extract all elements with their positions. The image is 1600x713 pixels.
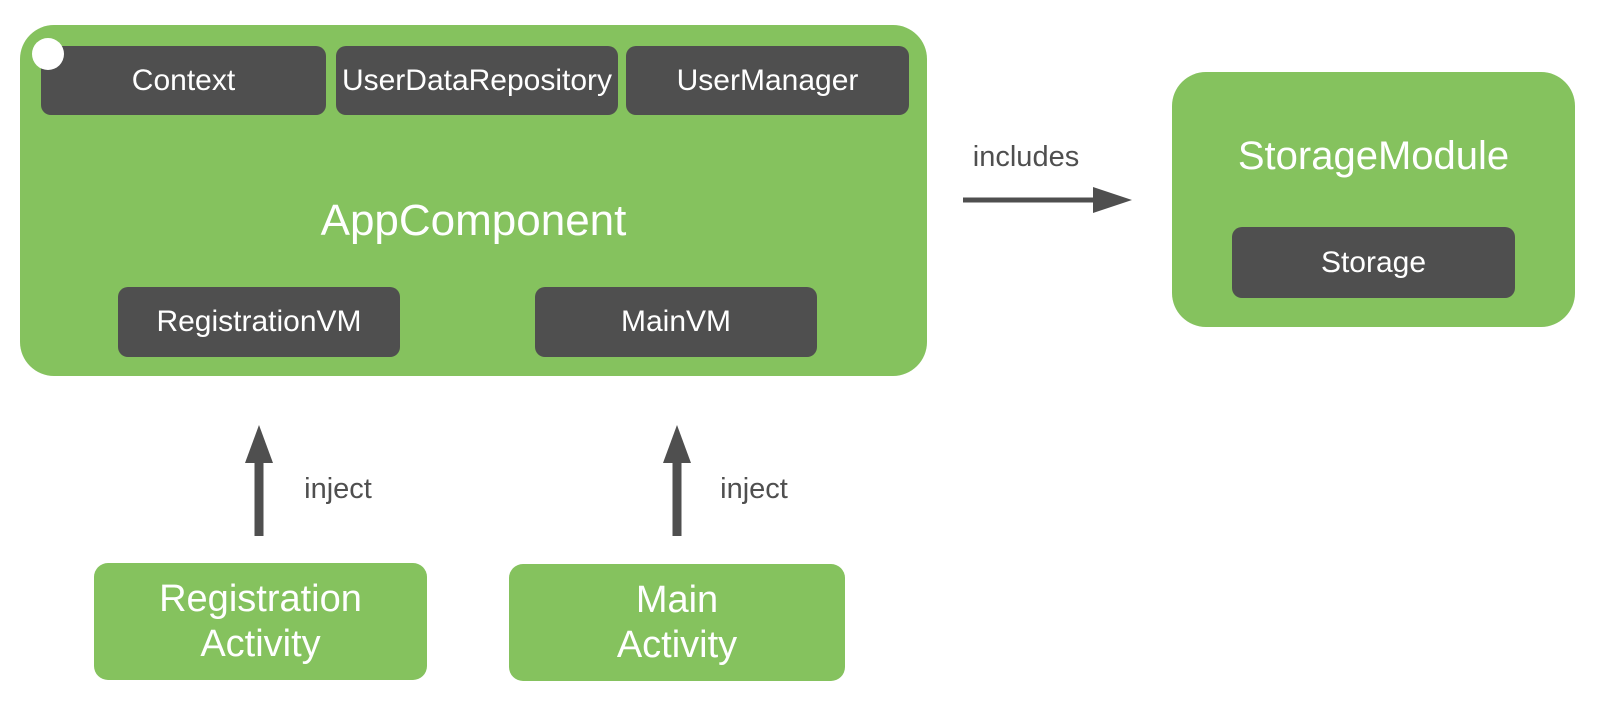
provision-chip-label: Storage [1320,245,1427,279]
app-component-title: AppComponent [320,196,627,245]
includes-edge-label: includes [972,141,1080,173]
includes-arrow-icon [963,187,1132,213]
viewmodel-chip-mainvm: MainVM [535,287,817,357]
inject-arrow-main-icon [663,425,691,536]
provision-chip-storage: Storage [1232,227,1515,298]
storage-module-box: StorageModule Storage [1172,72,1575,327]
app-component-box: Context UserDataRepository UserManager A… [20,25,927,376]
inject-edge-label-registration: inject [304,473,372,505]
provision-chip-label: UserManager [676,63,859,97]
provision-chip-label: UserDataRepository [341,63,613,97]
activity-label-line: Registration [159,577,362,620]
main-activity-box: Main Activity [509,564,845,681]
viewmodel-chip-label: RegistrationVM [156,305,362,338]
storage-module-title: StorageModule [1237,134,1510,178]
provision-chip-usermanager: UserManager [626,46,909,115]
activity-label-line: Main [635,578,719,621]
viewmodel-chip-registrationvm: RegistrationVM [118,287,400,357]
provision-chip-context: Context [41,46,326,115]
activity-label-line: Activity [200,622,321,665]
inject-arrow-registration-icon [245,425,273,536]
provision-chip-userdatarepository: UserDataRepository [336,46,618,115]
viewmodel-chip-label: MainVM [620,305,732,338]
provision-chip-label: Context [131,63,236,97]
activity-label-line: Activity [616,623,738,666]
scope-dot-icon [32,38,64,70]
inject-edge-label-main: inject [720,473,788,505]
registration-activity-box: Registration Activity [94,563,427,680]
